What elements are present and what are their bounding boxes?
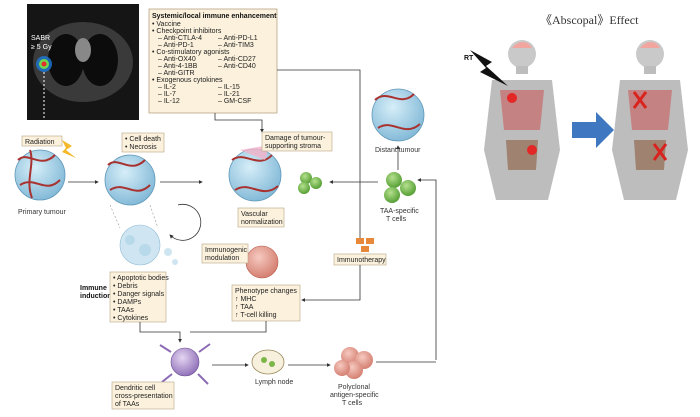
- enhancement-item: – Anti-PD-1: [158, 42, 194, 49]
- induction-item: • TAAs: [113, 307, 134, 314]
- dendritic-label: Dendritic cell: [115, 385, 156, 392]
- polyclonal-label: Polyclonal: [338, 384, 370, 391]
- body-after: [612, 40, 688, 200]
- enhancement-item: – Anti-TIM3: [218, 42, 254, 49]
- induction-item: • Apoptotic bodies: [113, 275, 169, 282]
- irradiated-tumour: • Cell death • Necrosis: [104, 132, 165, 206]
- svg-text:Radiation: Radiation: [25, 139, 55, 146]
- enhancement-item: – IL-12: [158, 98, 180, 105]
- immune-induction-label: induction: [80, 293, 112, 300]
- induction-list-box: • Apoptotic bodies • Debris • Danger sig…: [109, 271, 169, 323]
- damage-stroma-label: supporting stroma: [265, 143, 321, 150]
- phenotype-item: ↑ T-cell killing: [235, 312, 277, 319]
- enhancement-item: • Vaccine: [152, 21, 181, 28]
- tumour-eliminated-x: [632, 91, 668, 161]
- ct-dose-label-line2: ≥ 5 Gy: [31, 44, 52, 51]
- vascular-normalization-label: Vascular: [241, 211, 268, 218]
- induction-item: • Danger signals: [113, 291, 165, 298]
- ct-dose-label-line1: SABR: [31, 35, 50, 42]
- cell-death-item: • Necrosis: [125, 144, 157, 151]
- damage-stroma-label: Damage of tumour-: [265, 135, 326, 142]
- polyclonal-t-cells: Polyclonal antigen-specific T cells: [330, 347, 379, 407]
- immunogenic-modulation-label: Immunogenic: [205, 247, 248, 254]
- polyclonal-label: antigen-specific: [330, 392, 379, 399]
- taa-t-cells-label: TAA-specific: [380, 208, 419, 215]
- treated-tumour: Damage of tumour- supporting stroma Vasc…: [228, 131, 333, 228]
- enhancement-item: – Anti-CD40: [218, 63, 256, 70]
- enhancement-item: – Anti-CTLA-4: [158, 35, 202, 42]
- enhancement-item: – IL-2: [158, 84, 176, 91]
- enhancement-item: – IL-7: [158, 91, 176, 98]
- enhancement-title: Systemic/local immune enhancement: [152, 13, 277, 20]
- cell-death-item: • Cell death: [125, 136, 161, 143]
- modulated-tumour-cell: Immunogenic modulation Phenotype changes…: [201, 243, 301, 322]
- enhancement-item: – IL-15: [218, 84, 240, 91]
- ct-scan-image: SABR ≥ 5 Gy: [27, 4, 139, 135]
- induction-item: • Cytokines: [113, 315, 149, 322]
- distant-tumour: Distant tumour: [371, 88, 425, 154]
- cell-debris: [109, 204, 202, 266]
- enhancement-item: – IL-21: [218, 91, 240, 98]
- radiation-label: Radiation: [21, 135, 63, 147]
- enhancement-item: • Checkpoint inhibitors: [152, 28, 222, 35]
- induction-item: • Debris: [113, 283, 138, 290]
- enhancement-item: – Anti-CD27: [218, 56, 256, 63]
- rt-label: RT: [464, 55, 474, 62]
- phenotype-item: ↑ TAA: [235, 304, 254, 311]
- vascular-normalization-label: normalization: [241, 219, 283, 226]
- immune-enhancement-box: Systemic/local immune enhancement • Vacc…: [148, 8, 278, 114]
- immune-induction-label: Immune: [80, 285, 107, 292]
- enhancement-item: – Anti-OX40: [158, 56, 196, 63]
- svg-text:Immunotherapy: Immunotherapy: [337, 257, 386, 264]
- enhancement-item: – Anti-PD-L1: [218, 35, 258, 42]
- primary-tumour-label: Primary tumour: [18, 209, 67, 216]
- enhancement-item: • Exogenous cytokines: [152, 77, 223, 84]
- transition-arrow: [572, 112, 614, 148]
- induction-item: • DAMPs: [113, 299, 142, 306]
- primary-tumour: Primary tumour: [14, 140, 76, 216]
- phenotype-item: Phenotype changes: [235, 288, 297, 295]
- enhancement-item: – Anti-GITR: [158, 70, 195, 77]
- dendritic-label: of TAAs: [115, 401, 140, 408]
- dendritic-label: cross-presentation: [115, 393, 173, 400]
- abscopal-title: 《Abscopal》Effect: [540, 13, 639, 27]
- lymph-node-label: Lymph node: [255, 379, 293, 386]
- enhancement-item: – GM-CSF: [218, 98, 251, 105]
- polyclonal-label: T cells: [342, 400, 363, 407]
- body-before: RT: [464, 40, 560, 200]
- phenotype-item: ↑ MHC: [235, 296, 256, 303]
- enhancement-item: – Anti-4-1BB: [158, 63, 198, 70]
- taa-specific-t-cells: TAA-specific T cells: [380, 172, 419, 223]
- immunotherapy-box: Immunotherapy: [333, 238, 387, 266]
- enhancement-item: • Co-stimulatory agonists: [152, 49, 230, 56]
- immunogenic-modulation-label: modulation: [205, 255, 239, 262]
- lymph-node: Lymph node: [251, 349, 293, 386]
- dendritic-cell: Dendritic cell cross-presentation of TAA…: [111, 343, 211, 410]
- taa-t-cells-label: T cells: [386, 216, 407, 223]
